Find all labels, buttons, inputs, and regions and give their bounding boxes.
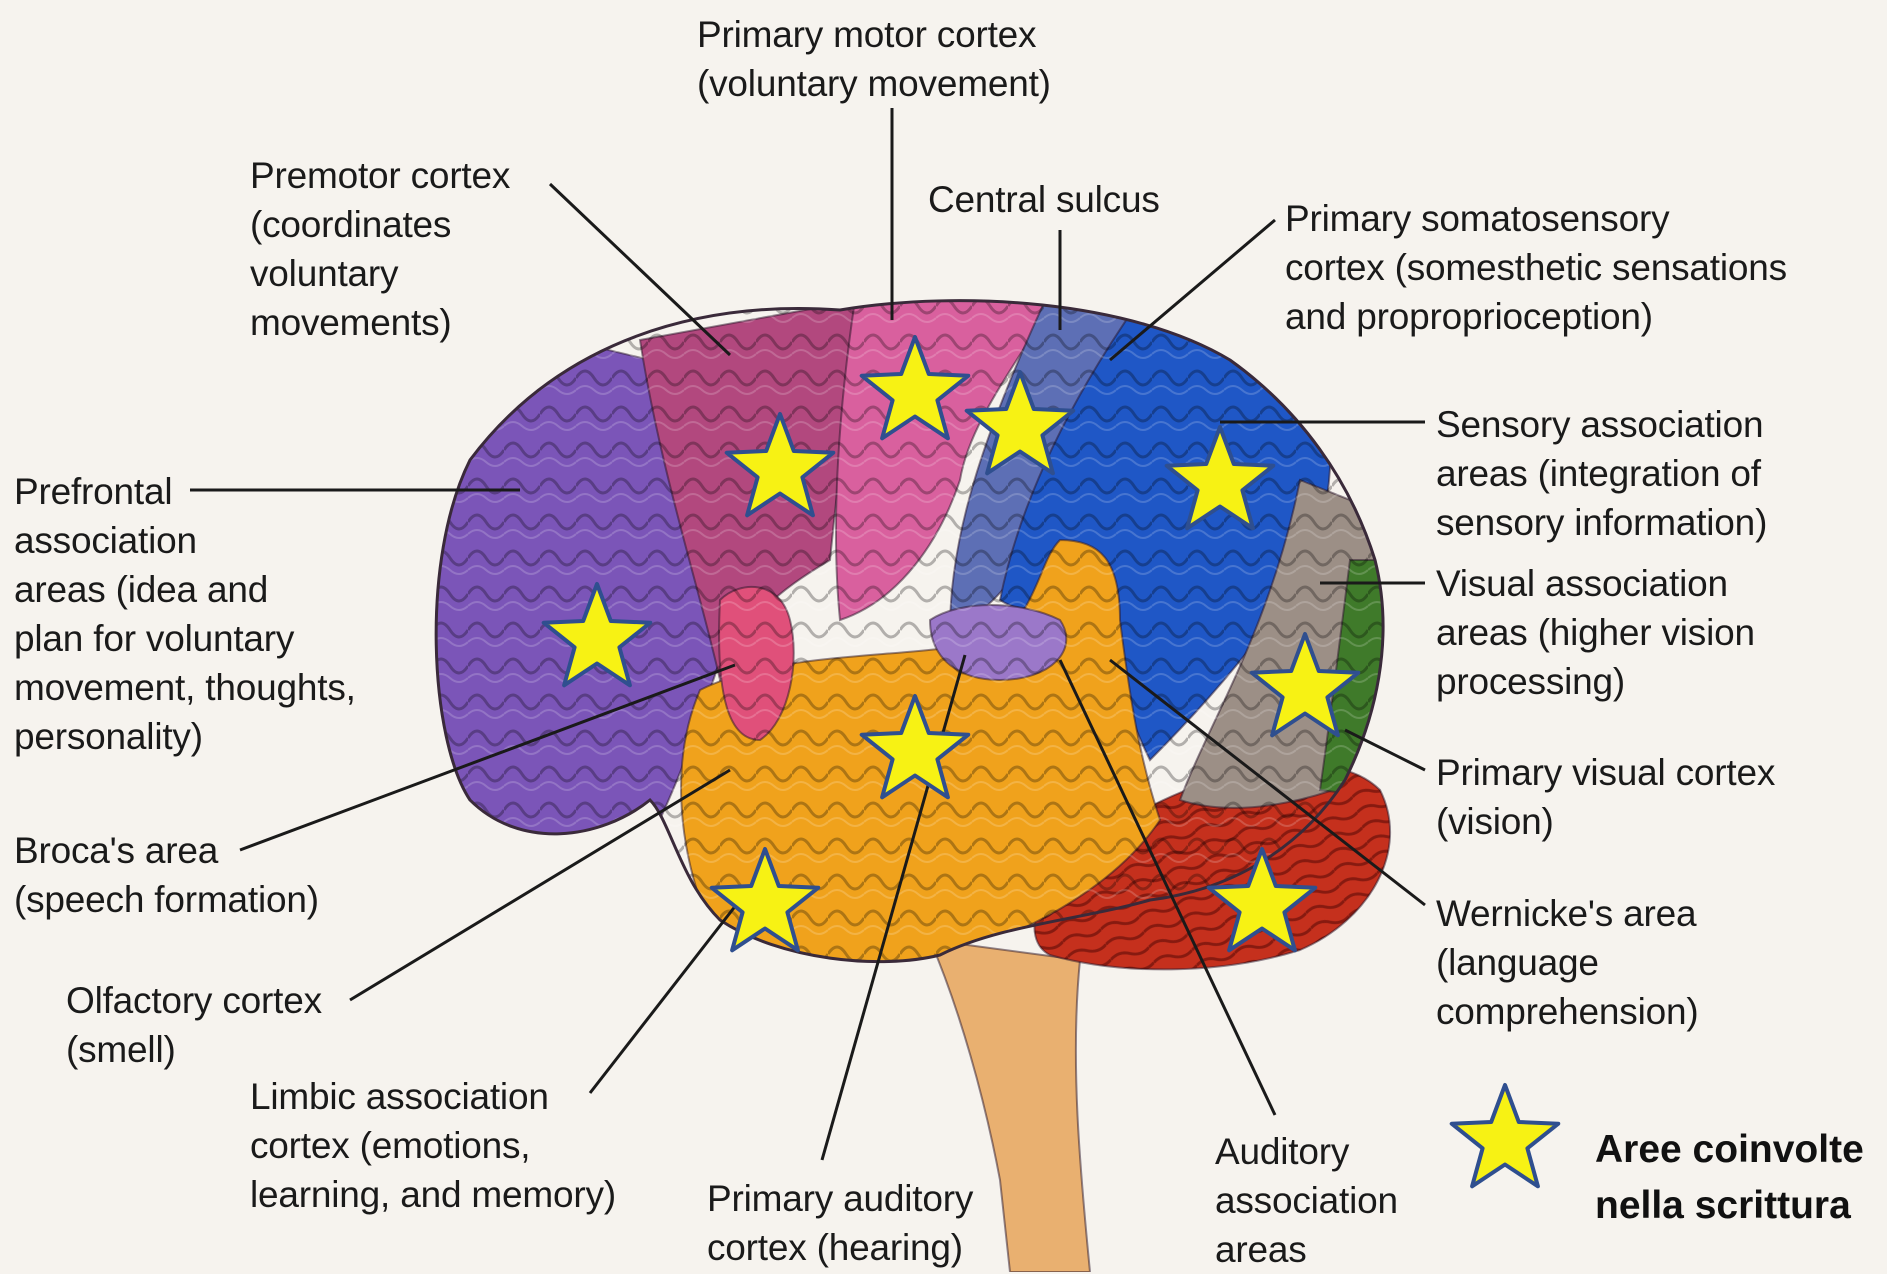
legend-star-icon [1452,1085,1559,1186]
label-olfactory-cortex: Olfactory cortex (smell) [66,976,322,1074]
label-wernickes-area: Wernicke's area (language comprehension) [1436,889,1699,1036]
leader-somatosensory [1110,220,1275,360]
label-prefrontal-association-areas: Prefrontal association areas (idea and p… [14,467,356,761]
label-brocas-area: Broca's area (speech formation) [14,826,319,924]
label-primary-visual-cortex: Primary visual cortex (vision) [1436,748,1775,846]
label-premotor-cortex: Premotor cortex (coordinates voluntary m… [250,151,510,347]
legend-text: Aree coinvolte nella scrittura [1595,1122,1864,1234]
label-auditory-association-areas: Auditory association areas [1215,1127,1398,1274]
label-sensory-association-areas: Sensory association areas (integration o… [1436,400,1767,547]
label-central-sulcus: Central sulcus [928,175,1160,224]
label-primary-somatosensory-cortex: Primary somatosensory cortex (somestheti… [1285,194,1787,341]
leader-premotor [550,184,730,355]
label-primary-auditory-cortex: Primary auditory cortex (hearing) [707,1174,973,1272]
leader-limbic [590,900,740,1093]
legend-star-shape [1452,1085,1559,1186]
label-limbic-association-cortex: Limbic association cortex (emotions, lea… [250,1072,616,1219]
label-visual-association-areas: Visual association areas (higher vision … [1436,559,1755,706]
label-primary-motor-cortex: Primary motor cortex (voluntary movement… [697,10,1051,108]
